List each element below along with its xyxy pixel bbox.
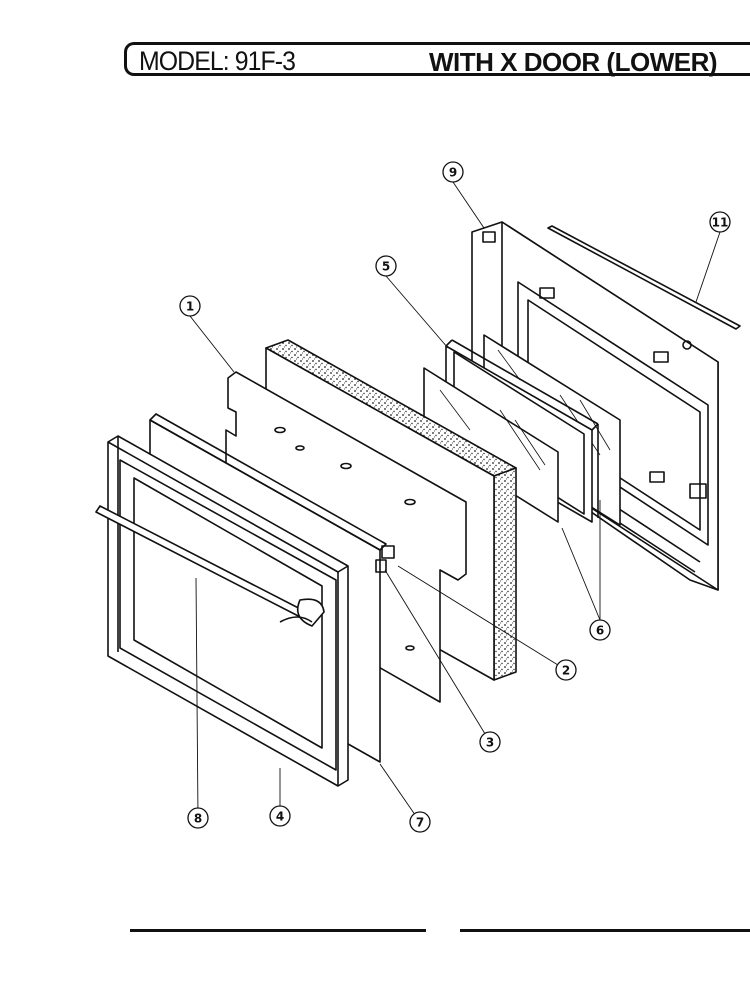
part-trim-strip: [547, 225, 741, 330]
callout-6: 6: [589, 619, 611, 641]
footer-rule-right: [460, 929, 750, 932]
leader-lines: [189, 181, 721, 823]
part-glass-pane-front: [423, 367, 559, 523]
callout-3: 3: [479, 731, 501, 753]
svg-text:1: 1: [186, 300, 194, 314]
svg-text:11: 11: [712, 216, 729, 230]
callout-9: 9: [442, 161, 464, 183]
svg-text:6: 6: [596, 624, 604, 638]
svg-text:2: 2: [562, 664, 570, 678]
header-frame: MODEL: 91F-3 WITH X DOOR (LOWER): [124, 42, 750, 77]
svg-text:9: 9: [449, 166, 457, 180]
footer-rule-left: [130, 929, 426, 932]
callout-4: 4: [269, 805, 291, 827]
part-handle-bar: [95, 505, 325, 627]
part-outer-frame: [107, 435, 349, 787]
model-title: MODEL: 91F-3: [139, 46, 296, 76]
svg-text:4: 4: [276, 810, 284, 824]
callout-11: 11: [709, 211, 731, 233]
svg-text:7: 7: [416, 816, 424, 830]
callout-5: 5: [375, 255, 397, 277]
svg-text:5: 5: [382, 260, 390, 274]
callout-8: 8: [187, 807, 209, 829]
callout-1: 1: [179, 295, 201, 317]
svg-text:8: 8: [194, 812, 202, 826]
callout-2: 2: [555, 659, 577, 681]
diagram-title: WITH X DOOR (LOWER): [429, 47, 718, 77]
svg-text:3: 3: [486, 736, 494, 750]
callout-7: 7: [409, 811, 431, 833]
